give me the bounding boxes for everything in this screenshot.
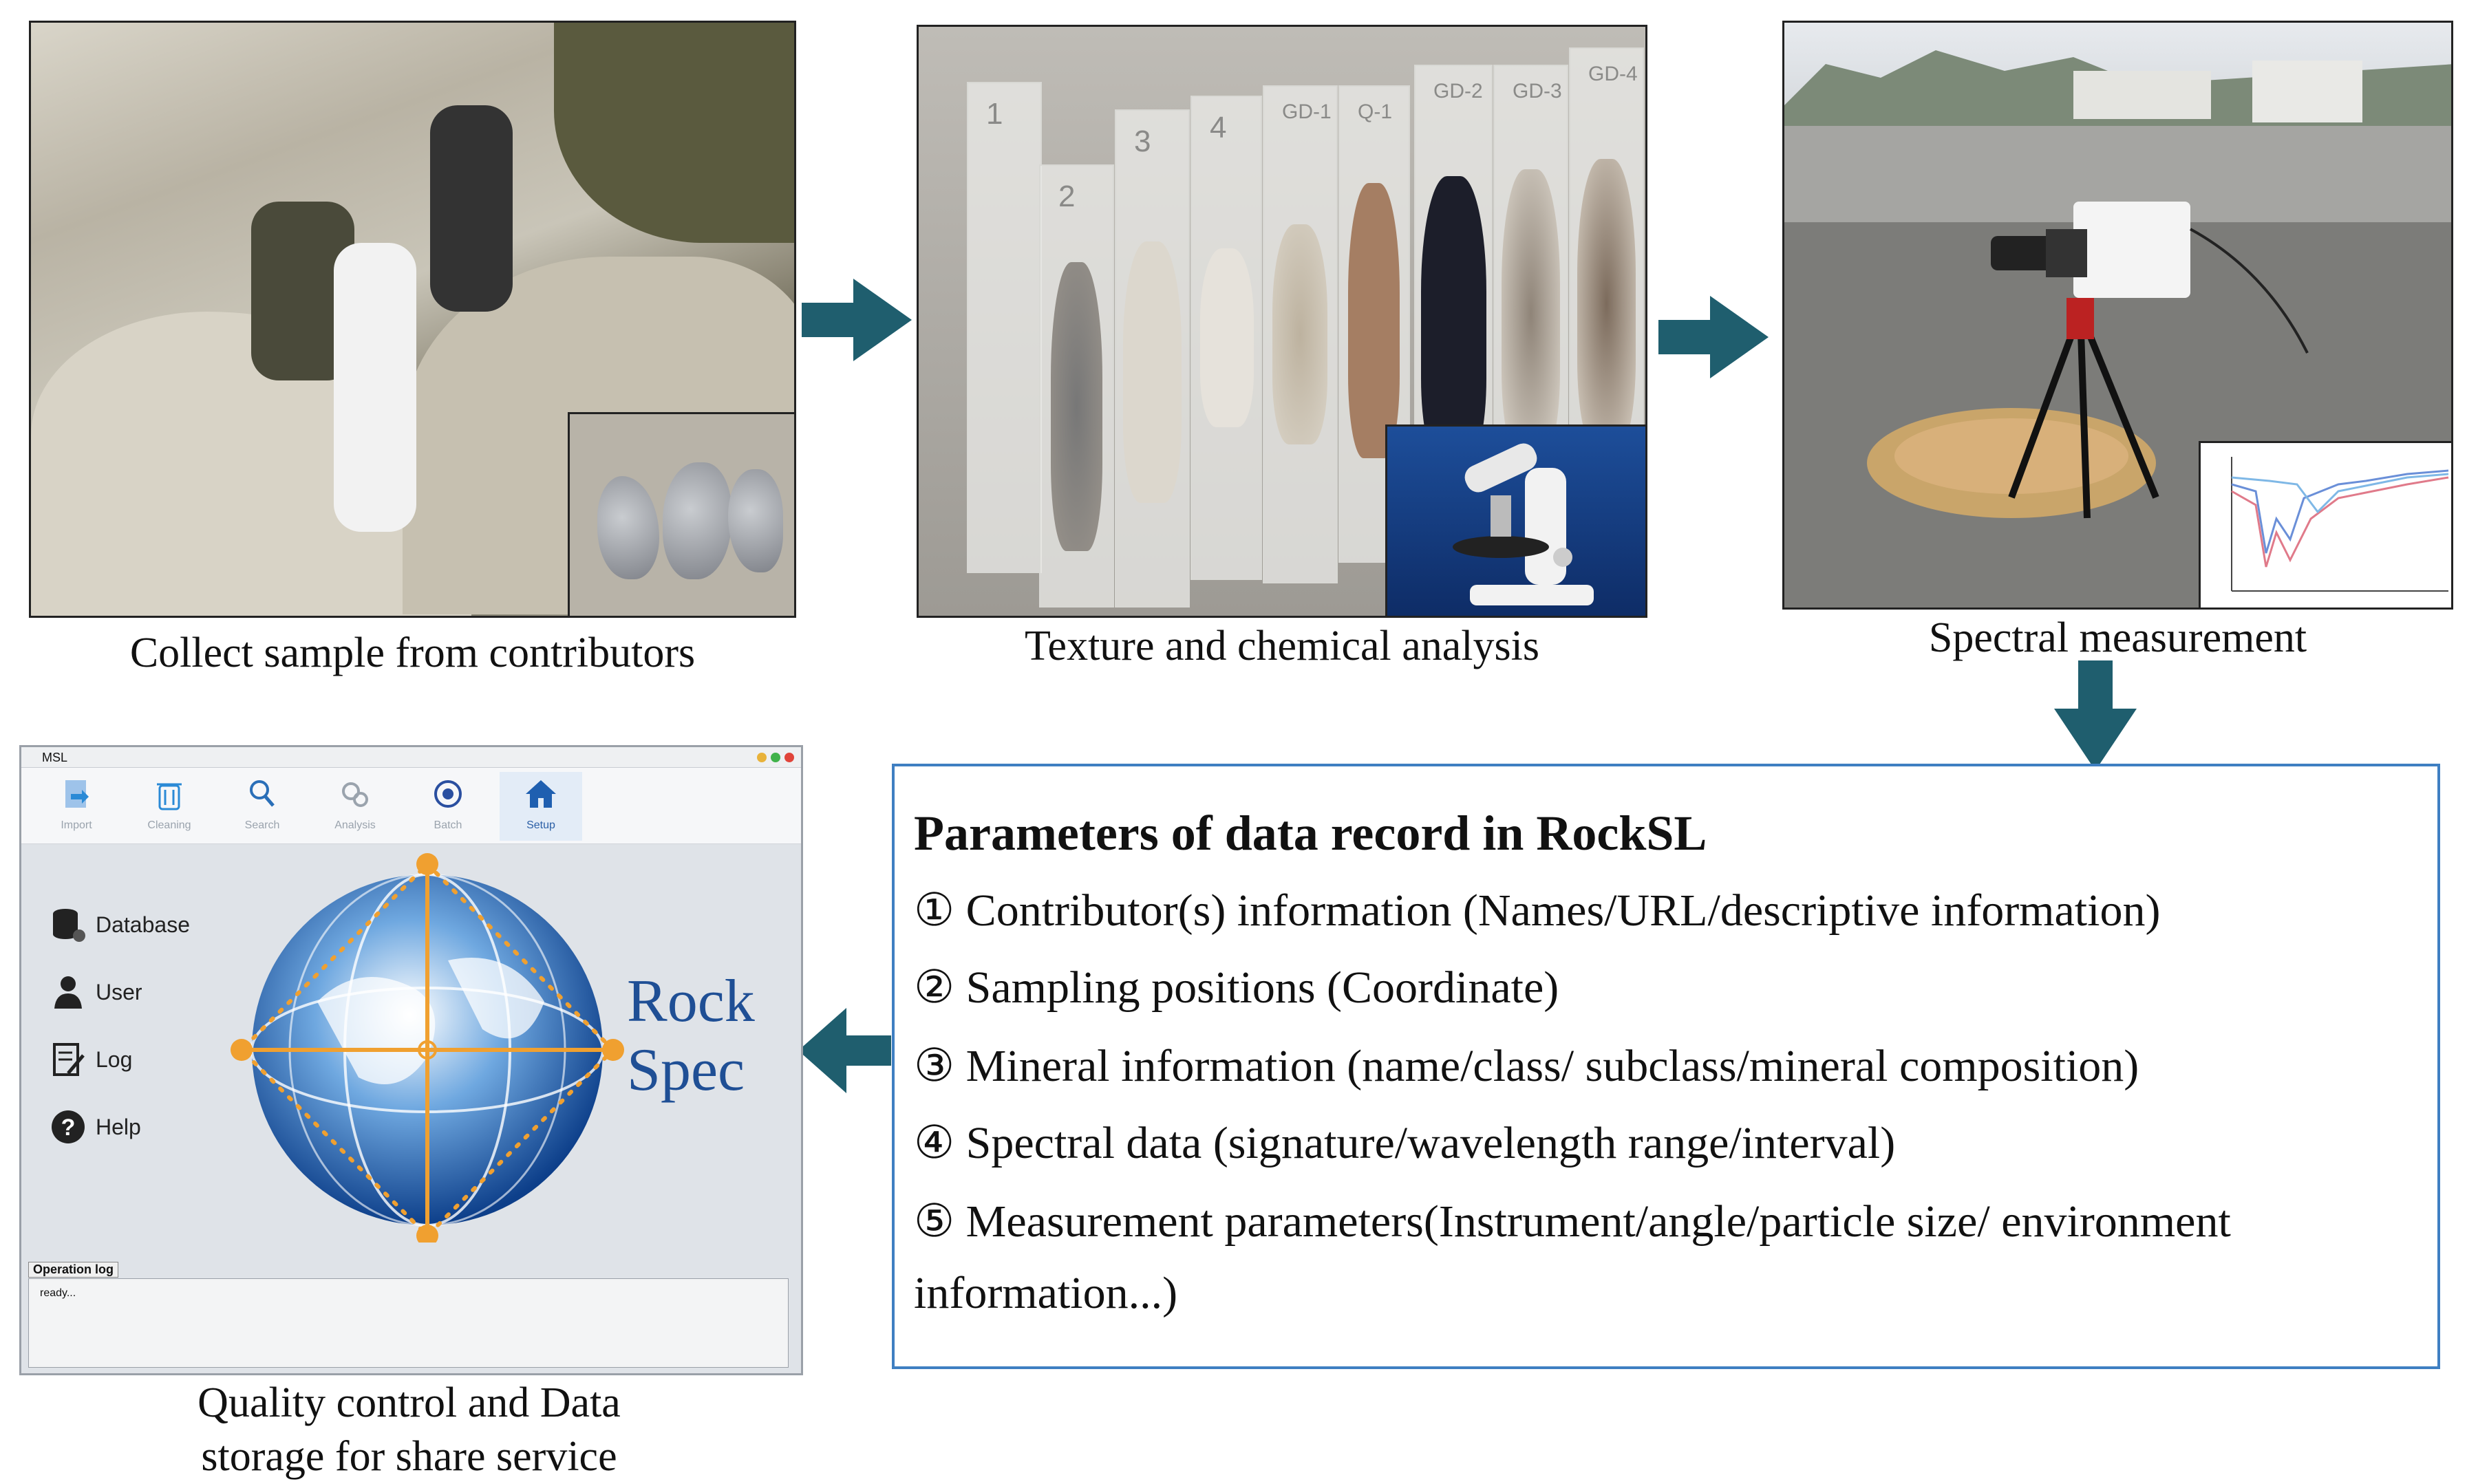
window-controls xyxy=(757,753,794,762)
parameter-item: ⑤ Measurement parameters(Instrument/angl… xyxy=(914,1196,2231,1247)
sidebar-item-user[interactable]: User xyxy=(47,966,199,1018)
rock-sample xyxy=(728,469,783,572)
sample-smear xyxy=(1200,248,1254,427)
flow-arrow-down xyxy=(2054,660,2137,771)
maximize-icon[interactable] xyxy=(771,753,780,762)
sidebar-item-label: Database xyxy=(96,912,190,937)
batch-icon xyxy=(434,780,462,808)
spectrum-curves xyxy=(2231,457,2449,592)
glass-slide: GD-1 xyxy=(1263,85,1338,583)
sidebar-item-label: Help xyxy=(96,1114,141,1139)
import-icon xyxy=(65,780,89,808)
sample-smear xyxy=(1421,176,1486,465)
rock-sample xyxy=(663,462,731,579)
toolbar: Import Cleaning Search Analysis Batch Se… xyxy=(21,768,801,844)
microscope-inset xyxy=(1385,424,1645,616)
search-icon xyxy=(250,780,275,807)
sample-smear xyxy=(1502,169,1560,458)
glass-slide: 4 xyxy=(1190,96,1262,580)
globe-graphic xyxy=(231,853,624,1243)
help-icon: ? xyxy=(52,1110,85,1143)
flow-arrow-right xyxy=(802,279,912,361)
analysis-icon xyxy=(342,782,368,807)
minimize-icon[interactable] xyxy=(757,753,767,762)
log-icon xyxy=(53,1043,85,1076)
brand-rock: Rock xyxy=(627,968,755,1035)
caption-quality-line1: Quality control and Data xyxy=(197,1379,621,1426)
sidebar-item-help[interactable]: ? Help xyxy=(47,1101,199,1153)
svg-text:?: ? xyxy=(61,1115,76,1141)
glass-slide: 3 xyxy=(1115,109,1190,607)
window-title: MSL xyxy=(21,747,801,768)
toolbar-batch[interactable]: Batch xyxy=(407,772,489,841)
sidebar-item-log[interactable]: Log xyxy=(47,1033,199,1086)
operation-log-panel[interactable]: ready... xyxy=(28,1278,789,1368)
toolbar-analysis[interactable]: Analysis xyxy=(314,772,396,841)
parameter-item: ④ Spectral data (signature/wavelength ra… xyxy=(914,1118,1896,1168)
glass-slide: 2 xyxy=(1039,164,1114,607)
field-sampling-photo xyxy=(29,21,796,618)
home-icon xyxy=(526,780,556,808)
parameter-item: ③ Mineral information (name/class/ subcl… xyxy=(914,1041,2139,1091)
parameters-title: Parameters of data record in RockSL xyxy=(914,806,1707,861)
toolbar-cleaning[interactable]: Cleaning xyxy=(128,772,211,841)
rock-sample xyxy=(597,476,659,579)
toolbar-import[interactable]: Import xyxy=(35,772,118,841)
sample-smear xyxy=(1348,183,1400,458)
person-figure xyxy=(334,243,416,532)
parameter-item: information...) xyxy=(914,1268,1178,1318)
sample-smear xyxy=(1577,159,1636,448)
spectrometer-on-tripod xyxy=(1784,50,2451,519)
user-icon xyxy=(54,976,82,1009)
water-pool xyxy=(554,23,794,243)
sidebar-item-label: Log xyxy=(96,1046,133,1072)
caption-quality-line2: storage for share service xyxy=(201,1433,617,1480)
flow-arrow-right xyxy=(1658,296,1769,378)
trash-icon xyxy=(157,783,182,810)
rock-samples-inset xyxy=(568,412,794,616)
caption-texture: Texture and chemical analysis xyxy=(1025,623,1539,669)
sample-smear xyxy=(1272,224,1327,444)
caption-spectral: Spectral measurement xyxy=(1928,614,2307,661)
microscope-icon xyxy=(1453,443,1594,605)
parameter-item: ① Contributor(s) information (Names/URL/… xyxy=(914,885,2161,936)
toolbar-search[interactable]: Search xyxy=(221,772,303,841)
sidebar-item-label: User xyxy=(96,979,142,1004)
software-window: MSL Import Cleaning Search Analysis Batc… xyxy=(19,745,803,1375)
operation-log-text: ready... xyxy=(40,1287,76,1299)
flow-arrow-left xyxy=(798,1008,891,1093)
close-icon[interactable] xyxy=(784,753,794,762)
spectrum-plot-inset xyxy=(2199,441,2451,607)
toolbar-setup[interactable]: Setup xyxy=(500,772,582,841)
glass-slide: 1 xyxy=(967,82,1042,573)
caption-collect: Collect sample from contributors xyxy=(129,630,696,676)
parameter-item: ② Sampling positions (Coordinate) xyxy=(914,963,1559,1013)
parameters-box: Parameters of data record in RockSL ① Co… xyxy=(892,764,2440,1369)
spectral-measurement-photo xyxy=(1782,21,2453,610)
operation-log-label: Operation log xyxy=(28,1262,118,1278)
sidebar-item-database[interactable]: Database xyxy=(47,899,199,951)
thin-section-slides-photo: 1 2 3 4 GD-1 Q-1 GD-2 GD-3 GD-4 xyxy=(917,25,1647,618)
person-figure xyxy=(430,105,513,312)
sample-smear xyxy=(1051,262,1102,551)
database-icon xyxy=(53,909,85,942)
sample-smear xyxy=(1123,241,1182,503)
brand-spec: Spec xyxy=(627,1037,745,1104)
